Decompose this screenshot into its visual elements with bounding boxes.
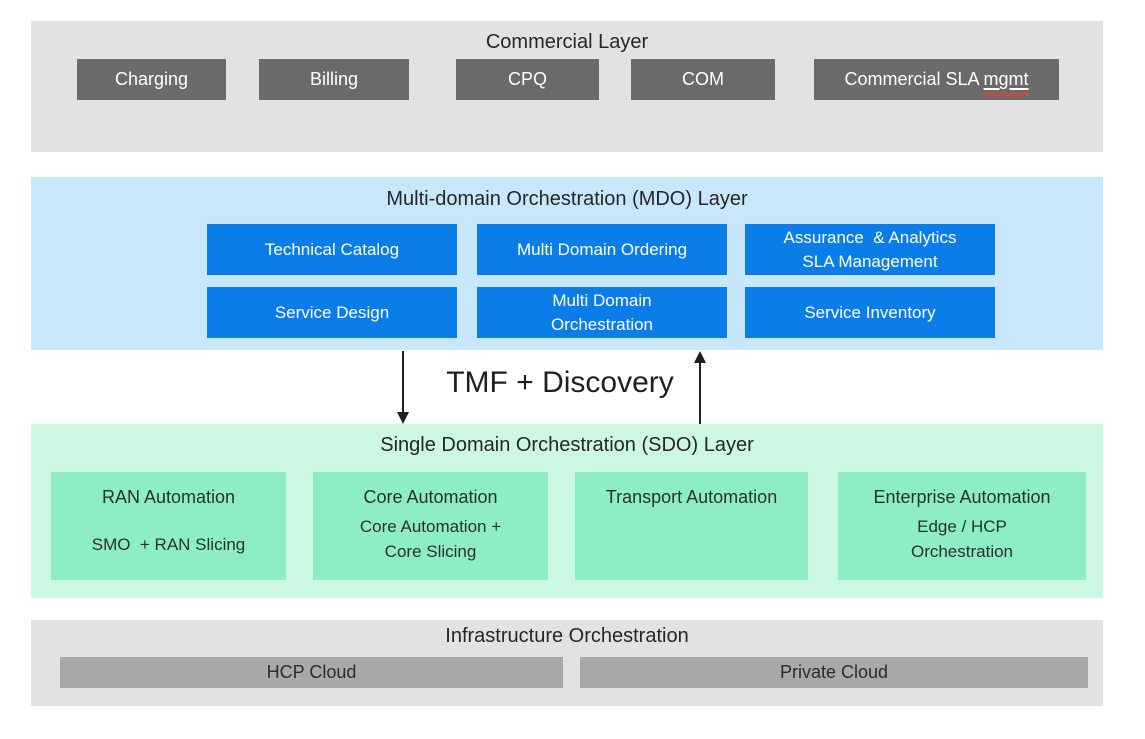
infrastructure-layer: Infrastructure Orchestration HCP Cloud P… <box>31 620 1103 706</box>
sla-label-prefix: Commercial SLA <box>844 69 984 89</box>
commercial-box-com: COM <box>631 59 775 100</box>
mdo-box-label: Multi Domain Ordering <box>516 239 688 259</box>
mdo-box-technical-catalog: Technical Catalog <box>207 224 457 275</box>
arrow-up-shaft <box>699 361 701 424</box>
sdo-box-enterprise-automation: Enterprise Automation Edge / HCP Orchest… <box>838 472 1086 580</box>
sdo-box-subtitle: SMO + RAN Slicing <box>92 532 246 557</box>
commercial-layer-title: Commercial Layer <box>485 31 649 53</box>
arrow-up-icon <box>694 351 706 424</box>
infra-bar-hcp-cloud: HCP Cloud <box>60 657 563 688</box>
mdo-box-label-line2: SLA Management <box>802 251 938 271</box>
mdo-box-label: Service Design <box>274 302 390 322</box>
infrastructure-layer-title: Infrastructure Orchestration <box>445 625 689 647</box>
sdo-layer-title: Single Domain Orchestration (SDO) Layer <box>380 434 754 456</box>
mdo-box-service-design: Service Design <box>207 287 457 338</box>
sdo-box-subtitle-line: Edge / HCP <box>917 517 1007 536</box>
sdo-box-ran-automation: RAN Automation SMO + RAN Slicing <box>51 472 286 580</box>
sdo-box-subtitle-line: Orchestration <box>910 542 1014 561</box>
sdo-box-title: Transport Automation <box>605 487 778 507</box>
sla-misspell-squiggle: mgmt <box>984 69 1029 90</box>
sdo-layer: Single Domain Orchestration (SDO) Layer … <box>31 424 1103 598</box>
commercial-layer: Commercial Layer Charging Billing CPQ CO… <box>31 21 1103 152</box>
arrow-down-head <box>397 412 409 424</box>
mdo-box-label: Service Inventory <box>804 302 936 322</box>
mdo-layer: Multi-domain Orchestration (MDO) Layer T… <box>31 177 1103 350</box>
infra-bar-private-cloud: Private Cloud <box>580 657 1088 688</box>
sdo-box-subtitle-line: SMO + RAN Slicing <box>91 535 246 554</box>
mdo-box-service-inventory: Service Inventory <box>745 287 995 338</box>
mdo-box-multi-domain-ordering: Multi Domain Ordering <box>477 224 727 275</box>
arrow-up-head <box>694 351 706 363</box>
mdo-layer-title: Multi-domain Orchestration (MDO) Layer <box>386 188 748 210</box>
mdo-box-multi-domain-orchestration: Multi Domain Orchestration <box>477 287 727 338</box>
sdo-box-core-automation: Core Automation Core Automation + Core S… <box>313 472 548 580</box>
arrow-down-icon <box>397 351 409 424</box>
sdo-box-title: Enterprise Automation <box>873 487 1051 507</box>
sdo-box-subtitle: Core Automation + Core Slicing <box>360 514 501 564</box>
sdo-box-subtitle-line: Core Slicing <box>384 542 477 561</box>
sdo-box-title: Core Automation <box>363 487 498 507</box>
commercial-box-cpq: CPQ <box>456 59 599 100</box>
sdo-box-subtitle-line: Core Automation + <box>359 517 502 536</box>
mdo-box-label-line2: Orchestration <box>550 314 654 334</box>
commercial-box-charging: Charging <box>77 59 226 100</box>
mdo-box-label-line1: Multi Domain <box>552 290 652 310</box>
connector-label: TMF + Discovery <box>446 366 674 399</box>
sdo-box-subtitle: Edge / HCP Orchestration <box>911 514 1013 564</box>
mdo-box-assurance-analytics-sla: Assurance & Analytics SLA Management <box>745 224 995 275</box>
mdo-box-label: Technical Catalog <box>264 239 400 259</box>
commercial-box-sla-mgmt: Commercial SLA mgmt <box>814 59 1059 100</box>
commercial-box-billing: Billing <box>259 59 409 100</box>
sdo-box-title: RAN Automation <box>101 487 236 507</box>
sdo-box-transport-automation: Transport Automation <box>575 472 808 580</box>
sla-label-underlined-word: mgmt <box>983 69 1029 89</box>
mdo-box-label-line1: Assurance & Analytics <box>783 227 957 247</box>
arrow-down-shaft <box>402 351 404 413</box>
